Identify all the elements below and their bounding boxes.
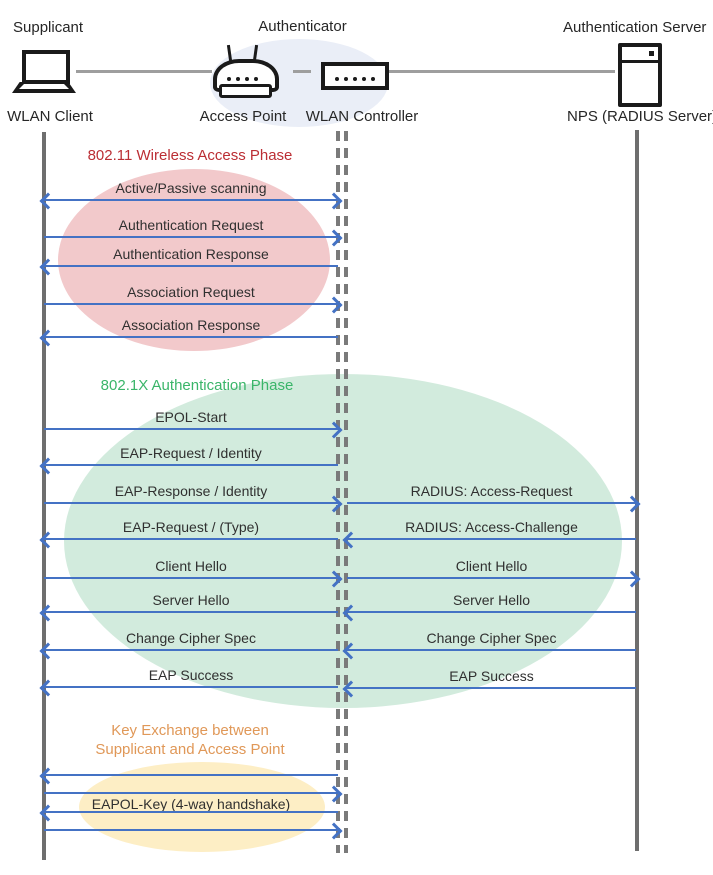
- role-authentication-server: Authentication Server: [563, 19, 707, 36]
- node-wlan-client: WLAN Client: [7, 108, 93, 125]
- message-label: RADIUS: Access-Request: [410, 483, 573, 499]
- message-label: EPOL-Start: [155, 409, 227, 425]
- message-arrow: [44, 570, 343, 588]
- role-supplicant: Supplicant: [13, 19, 84, 36]
- arrowhead-left: [39, 767, 57, 785]
- supplicant-lifeline: [42, 132, 46, 860]
- node-nps-radius-server: NPS (RADIUS Server): [567, 108, 713, 125]
- message-arrow: [347, 570, 641, 588]
- message-label: EAPOL-Key (4-way handshake): [91, 796, 291, 812]
- message-label: RADIUS: Access-Challenge: [405, 519, 578, 535]
- key-exchange-phase-title: Key Exchange between Supplicant and Acce…: [95, 722, 285, 758]
- message-arrow: [342, 680, 636, 698]
- server-lifeline: [635, 130, 639, 851]
- connector-line: [387, 70, 615, 73]
- message-arrow: [39, 679, 338, 697]
- dot1x-phase-title: 802.1X Authentication Phase: [100, 377, 294, 394]
- connector-line: [76, 70, 212, 73]
- message-arrow: [44, 229, 343, 247]
- message-arrow: [342, 642, 636, 660]
- message-label: Association Request: [127, 284, 255, 300]
- message-arrow: [39, 604, 338, 622]
- message-label: EAP-Request / (Type): [122, 519, 260, 535]
- role-authenticator: Authenticator: [258, 18, 347, 35]
- message-label: EAP Success: [449, 668, 534, 684]
- key-exchange-phase-ellipse: [79, 762, 325, 852]
- message-arrow: [44, 822, 343, 840]
- message-arrow: [44, 785, 343, 803]
- message-label: Association Response: [121, 317, 261, 333]
- message-arrow: [39, 329, 338, 347]
- message-arrow: [44, 296, 343, 314]
- authenticator-lifeline-dashed: [344, 131, 348, 853]
- message-label: Active/Passive scanning: [115, 180, 267, 196]
- message-arrow: [39, 767, 338, 785]
- wireless-phase-title: 802.11 Wireless Access Phase: [87, 147, 293, 164]
- node-wlan-controller: WLAN Controller: [305, 108, 419, 125]
- message-arrow: [342, 531, 636, 549]
- message-arrow: [342, 604, 636, 622]
- arrowhead-right: [325, 822, 343, 840]
- message-label: Server Hello: [152, 592, 230, 608]
- message-arrow: [39, 642, 338, 660]
- message-label: Change Cipher Spec: [126, 630, 256, 646]
- server-icon: [618, 43, 662, 107]
- message-label: EAP Success: [148, 667, 234, 683]
- message-label: EAP-Response / Identity: [114, 483, 268, 499]
- node-access-point: Access Point: [199, 108, 287, 125]
- message-arrow: [39, 457, 338, 475]
- access-point-icon: [219, 84, 272, 98]
- message-label: Change Cipher Spec: [426, 630, 557, 646]
- message-arrow: [44, 495, 343, 513]
- authenticator-lifeline-dashed: [336, 131, 340, 853]
- laptop-icon: [19, 84, 69, 89]
- connector-dash: [293, 70, 311, 73]
- wlan-controller-icon: [321, 62, 389, 90]
- message-label: Authentication Request: [118, 217, 264, 233]
- message-label: Client Hello: [155, 558, 227, 574]
- message-label: EAP-Request / Identity: [120, 445, 262, 461]
- message-arrow: [39, 804, 338, 822]
- message-arrow: [39, 258, 338, 276]
- message-arrow: [39, 192, 343, 210]
- message-arrow: [347, 495, 641, 513]
- message-label: Authentication Response: [113, 246, 269, 262]
- message-arrow: [39, 531, 338, 549]
- message-label: Server Hello: [452, 592, 531, 608]
- message-label: Client Hello: [455, 558, 528, 574]
- message-arrow: [44, 421, 343, 439]
